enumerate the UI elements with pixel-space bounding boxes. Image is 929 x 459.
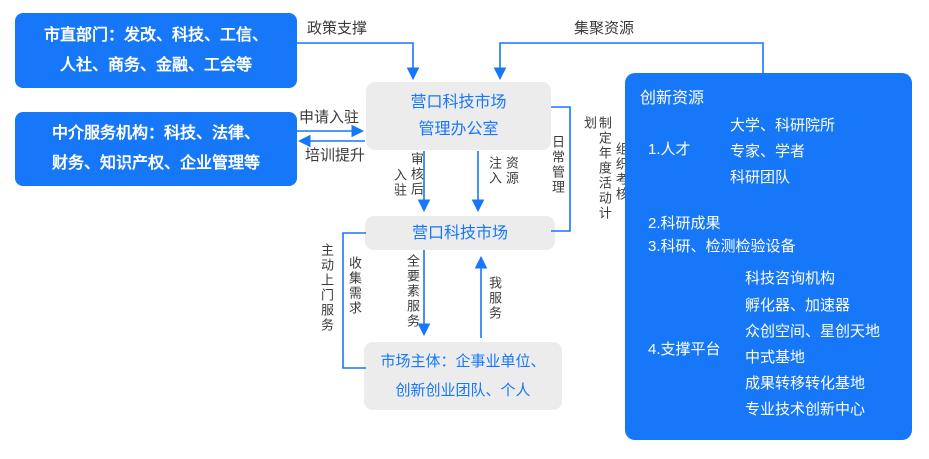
- review-move-in-col-left: 入驻: [391, 168, 407, 198]
- market-entities-line1: 市场主体：企事业单位、: [380, 353, 546, 370]
- me-service-label: 我服务: [486, 276, 502, 321]
- review-move-in-label: 入驻 审核后: [391, 152, 424, 198]
- innovation-resources-panel: 创新资源 1.人才 大学、科研院所 专家、学者 科研团队 2.科研成果 3.科研…: [625, 73, 912, 440]
- policy-support-label: 政策支撑: [307, 20, 368, 37]
- management-office-line2: 管理办公室: [418, 121, 499, 138]
- platform-item: 孵化器、加速器: [745, 297, 851, 314]
- market-entities-line2: 创新创业团队、个人: [395, 382, 531, 399]
- gather-resources-arrow: [493, 42, 764, 81]
- talent-label: 1.人才: [648, 141, 691, 158]
- tech-market-box: 营口科技市场: [365, 216, 555, 250]
- platform-item: 科技咨询机构: [745, 270, 836, 287]
- talent-item: 科研团队: [730, 169, 791, 186]
- inject-resources-label: 注入 资源: [486, 156, 519, 186]
- tech-market-label: 营口科技市场: [411, 224, 508, 242]
- achievements-label: 2.科研成果: [648, 215, 721, 232]
- platform-item: 众创空间、星创天地: [745, 323, 881, 340]
- city-departments-box: 市直部门：发改、科技、工信、 人社、商务、金融、工会等: [15, 13, 297, 88]
- training-improve-label: 培训提升: [305, 147, 366, 164]
- policy-support-arrow: [297, 42, 420, 81]
- daily-management-label: 日常管理: [549, 135, 565, 195]
- talent-item: 专家、学者: [730, 143, 806, 160]
- panel-title: 创新资源: [640, 90, 705, 107]
- inject-resources-col-left: 注入: [486, 156, 502, 186]
- city-departments-line1: 市直部门：发改、科技、工信、: [43, 26, 268, 44]
- market-entities-box: 市场主体：企事业单位、 创新创业团队、个人: [364, 342, 562, 410]
- platform-item: 中式基地: [745, 349, 806, 366]
- gather-resources-label: 集聚资源: [574, 20, 635, 37]
- annual-plan-label: 制定年度活动计划 组织考核: [581, 116, 629, 228]
- management-office-line1: 营口科技市场: [410, 94, 507, 111]
- intermediary-line1: 中介服务机构：科技、法律、: [51, 125, 260, 142]
- city-departments-line2: 人社、商务、金融、工会等: [59, 56, 252, 74]
- talent-item: 大学、科研院所: [730, 117, 836, 134]
- platform-item: 专业技术创新中心: [745, 401, 866, 418]
- inject-resources-col-right: 资源: [503, 156, 519, 186]
- collect-needs-label: 收集需求: [346, 256, 362, 316]
- proactive-door-service-label: 主动上门服务: [318, 243, 334, 333]
- equipment-label: 3.科研、检测检验设备: [648, 238, 796, 255]
- platform-label: 4.支撑平台: [648, 341, 721, 358]
- annual-plan-col-left: 制定年度活动计划: [581, 116, 612, 221]
- full-service-label: 全要素服务: [404, 254, 420, 329]
- intermediary-line2: 财务、知识产权、企业管理等: [51, 155, 260, 172]
- platform-item: 成果转移转化基地: [745, 375, 866, 392]
- apply-move-in-label: 申请入驻: [299, 109, 360, 126]
- review-move-in-col-right: 审核后: [408, 152, 424, 197]
- intermediary-services-box: 中介服务机构：科技、法律、 财务、知识产权、企业管理等: [15, 112, 297, 186]
- management-office-box: 营口科技市场 管理办公室: [366, 82, 551, 150]
